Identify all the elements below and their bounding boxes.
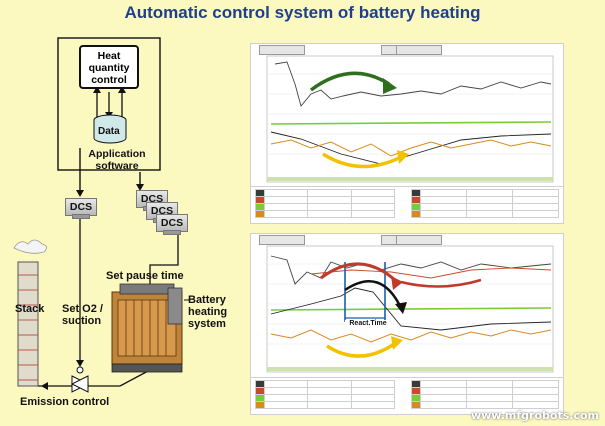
chart-panel-top-header [251,44,563,56]
stack-label: Stack [15,303,45,315]
legend-table-bottom-left [255,380,396,409]
dcs-left-box: DCS [65,198,97,219]
legend-table-top-left [255,189,396,218]
header-button[interactable] [396,45,442,55]
chart-top-plot [266,55,554,183]
set-pause-time-label: Set pause time [106,270,184,282]
heat-quantity-control-box: Heat quantity control [79,45,139,89]
black-trend-arrow [344,280,403,309]
header-button[interactable] [259,45,305,55]
yellow-trend-arrow [326,340,399,358]
series-dark-line [274,61,552,107]
series-orange-line [270,139,552,157]
header-button[interactable] [396,235,442,245]
emission-control-label: Emission control [20,396,110,408]
react-time-label: React.Time [345,320,391,327]
chart-panel-bottom: React.Time [250,233,564,383]
data-cylinder-icon [93,114,127,144]
legend-panel-top [250,186,564,224]
yellow-trend-arrow [322,152,404,169]
page-title: Automatic control system of battery heat… [124,3,481,22]
battery-heating-system-label: Battery heating system [188,294,228,330]
data-label: Data [98,126,120,137]
chart-panel-bottom-header [251,234,563,246]
series-red-line [310,267,552,279]
series-orange-line [270,329,552,343]
green-trend-arrow [309,71,390,92]
set-o2-suction-label: Set O2 / suction [62,303,103,327]
series-black-line [270,287,552,331]
chart-bottom-plot [266,245,554,373]
watermark-text: www.mfgrobots.com [470,409,599,422]
legend-table-top-right [411,189,559,218]
red-trend-arrow [320,262,399,284]
red-secondary-arrow [400,278,482,288]
application-software-label: Application software [88,148,146,172]
series-green-line [270,121,552,125]
dcs-stack-box-3: DCS [156,214,188,235]
series-green-line [270,307,552,311]
header-button[interactable] [259,235,305,245]
chart-panel-top [250,43,564,193]
legend-table-bottom-right [411,380,559,409]
legend-panel-bottom [250,377,564,415]
